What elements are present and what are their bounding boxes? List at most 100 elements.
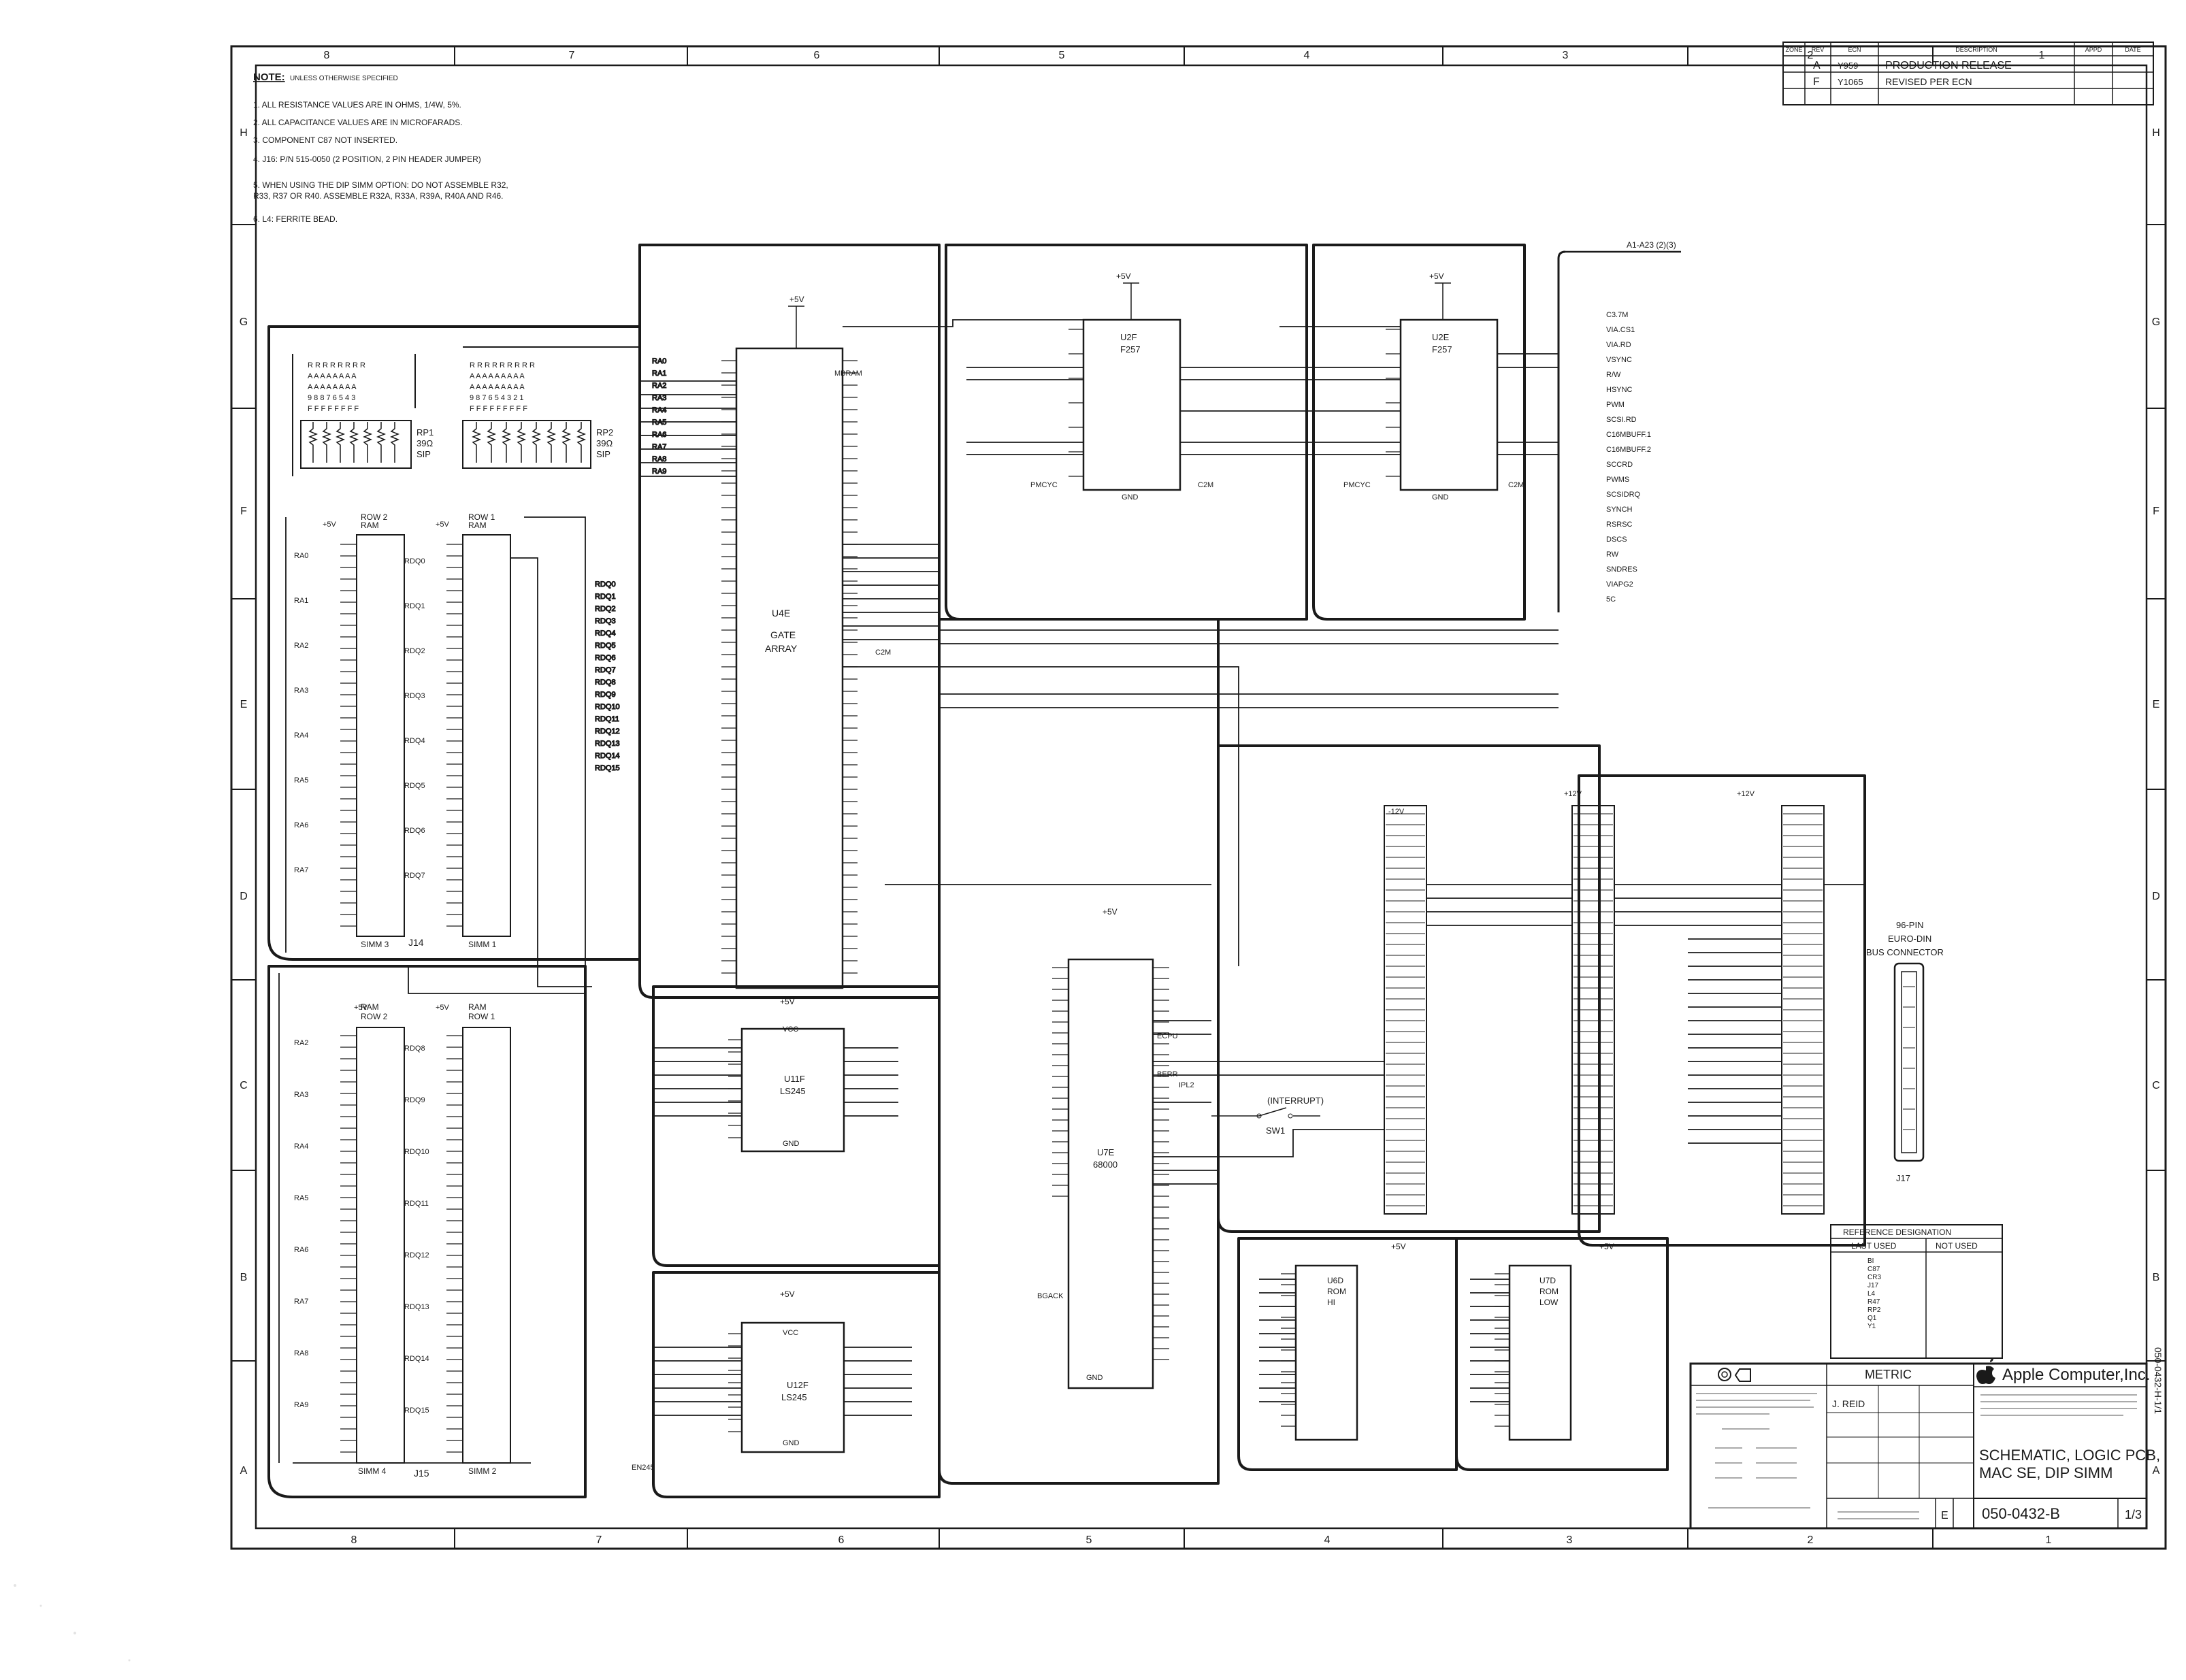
net-label: RA7	[652, 443, 666, 451]
title-line-2: MAC SE, DIP SIMM	[1979, 1464, 2112, 1481]
net-label: SCCRD	[1606, 461, 1633, 469]
j17-l2: EURO-DIN	[1888, 934, 1931, 944]
gnd-label: GND	[783, 1140, 800, 1148]
rev-letter: A	[1813, 60, 1821, 71]
row-label: E	[240, 699, 248, 710]
u12f-part: LS245	[781, 1392, 807, 1402]
rev-header: ECN	[1848, 46, 1861, 53]
refdes-item: C87	[1867, 1266, 1880, 1273]
neg12-label: -12V	[1388, 808, 1405, 816]
u12f-transceiver: U12F LS245 VCC GND +5V EN245	[632, 1289, 845, 1472]
resistor-pack-rp1: R R R R R R R R A A A A A A A A A A A A …	[292, 354, 434, 476]
u11f-transceiver: U11F LS245 VCC GND +5V	[728, 997, 845, 1153]
note-item: 4. J16: P/N 515-0050 (2 POSITION, 2 PIN …	[253, 154, 481, 164]
net-label: RDQ3	[595, 617, 616, 625]
net-label: RDQ4	[595, 629, 616, 638]
vcc-label: +5V	[1116, 271, 1131, 281]
vcc-label: +5V	[780, 1289, 795, 1299]
scan-noise	[14, 1584, 131, 1662]
u2f-part: F257	[1120, 344, 1141, 355]
c2m-label: C2M	[1508, 481, 1524, 489]
svg-text:F F F F F F F F: F F F F F F F F	[308, 405, 359, 413]
j14-simm-a: SIMM 3	[361, 940, 389, 949]
note-item: R33, R37 OR R40. ASSEMBLE R32A, R33A, R3…	[253, 191, 504, 201]
net-label: RA4	[294, 1142, 308, 1151]
vcc-label: +5V	[1429, 271, 1444, 281]
net-label: R/W	[1606, 371, 1621, 379]
functional-group-outlines	[267, 244, 1866, 1498]
metric-label: METRIC	[1865, 1368, 1912, 1381]
ram-row2-label: RAM	[361, 1002, 379, 1012]
row-label: H	[2152, 127, 2160, 139]
net-label: RDQ3	[404, 692, 425, 700]
c2m-label: C2M	[875, 648, 891, 657]
net-label: PWMS	[1606, 476, 1629, 484]
net-label: RA5	[294, 1194, 308, 1202]
u7d-l1: ROM	[1539, 1287, 1559, 1296]
rp2-pkg: SIP	[596, 449, 610, 459]
row-label: G	[240, 316, 248, 328]
net-label: RDQ5	[404, 782, 425, 790]
row-label: H	[240, 127, 248, 139]
ram-row1-label: RAM	[468, 1002, 487, 1012]
net-label: DSCS	[1606, 536, 1627, 544]
j15-simm-b: SIMM 2	[468, 1466, 497, 1476]
rp1-value: 39Ω	[417, 438, 433, 448]
simm-connector-j15: RAM ROW 2 RAM ROW 1 SIMM 4 SIMM 2 J15 +5…	[340, 1002, 511, 1479]
pmcyc-label: PMCYC	[1343, 481, 1371, 489]
address-bus-label: A1-A23 (2)(3)	[1557, 240, 1681, 612]
refdes-item: RP2	[1867, 1306, 1881, 1314]
vcc-label: +5V	[436, 521, 450, 529]
vcc-pin: VCC	[783, 1025, 798, 1034]
pos12-label: +12V	[1564, 790, 1582, 798]
ipl2-label: IPL2	[1179, 1081, 1194, 1089]
net-label: RDQ8	[595, 678, 616, 687]
net-label: RDQ6	[595, 654, 616, 662]
u2e-part: F257	[1432, 344, 1452, 355]
net-label: RA2	[652, 382, 666, 390]
simm-net-labels: RA0RDQ0RA1RDQ1RA2RDQ2RA3RDQ3RA4RDQ4RA5RD…	[294, 552, 429, 1415]
net-label: RDQ14	[595, 752, 620, 760]
notes-heading-sub: UNLESS OTHERWISE SPECIFIED	[290, 75, 398, 82]
en245-label: EN245	[632, 1464, 655, 1472]
j15-ref: J15	[414, 1468, 429, 1479]
j17-l3: BUS CONNECTOR	[1866, 947, 1944, 957]
j14-ref: J14	[408, 937, 424, 948]
net-label: RDQ7	[595, 666, 616, 674]
size-letter: E	[1941, 1510, 1948, 1521]
net-label: RA5	[294, 776, 308, 785]
refdes-item: J17	[1867, 1282, 1879, 1289]
row-label: E	[2153, 699, 2160, 710]
net-label: RDQ11	[595, 715, 619, 723]
net-label: RW	[1606, 550, 1619, 559]
net-label: RDQ11	[404, 1200, 429, 1208]
net-label: SCSIDRQ	[1606, 491, 1641, 499]
net-label: RA0	[294, 552, 308, 560]
rev-description: REVISED PER ECN	[1885, 76, 1972, 87]
col-label: 1	[2046, 1534, 2052, 1546]
note-item: 3. COMPONENT C87 NOT INSERTED.	[253, 135, 397, 145]
row-label: C	[240, 1080, 248, 1091]
title-block: METRIC Apple Computer,Inc. SCHEMATIC, LO…	[1689, 1358, 2160, 1530]
side-doc-number: 050-0432-H-1/1	[2153, 1347, 2164, 1414]
net-label: RDQ12	[595, 727, 620, 736]
u12f-ref: U12F	[787, 1380, 809, 1390]
col-label: 8	[351, 1534, 357, 1546]
net-label: VIA.RD	[1606, 341, 1631, 349]
col-label: 7	[596, 1534, 602, 1546]
row-labels: H G F E D C B A H G F E D C B A	[240, 127, 2160, 1477]
net-label: RA2	[294, 1039, 308, 1047]
drawing-frame	[230, 45, 2167, 1550]
title-line-1: SCHEMATIC, LOGIC PCB,	[1979, 1447, 2160, 1464]
u4e-gate-array: U4E GATE ARRAY +5V RA0RA1RA2RA3RA4RA5RA6…	[594, 295, 891, 989]
net-label: VIAPG2	[1606, 580, 1633, 589]
svg-text:R R R R R R R R R: R R R R R R R R R	[470, 361, 535, 369]
svg-text:9 8 7 6 5 4 3 2 1: 9 8 7 6 5 4 3 2 1	[470, 394, 524, 402]
apple-logo-icon	[1976, 1358, 1995, 1384]
net-label: RA8	[294, 1349, 308, 1357]
bgack-label: BGACK	[1037, 1292, 1064, 1300]
j14-simm-b: SIMM 1	[468, 940, 497, 949]
col-label: 2	[1808, 1534, 1814, 1546]
vcc-label: +5V	[436, 1004, 450, 1012]
resistor-pack-rp2: R R R R R R R R R A A A A A A A A A A A …	[462, 346, 640, 469]
